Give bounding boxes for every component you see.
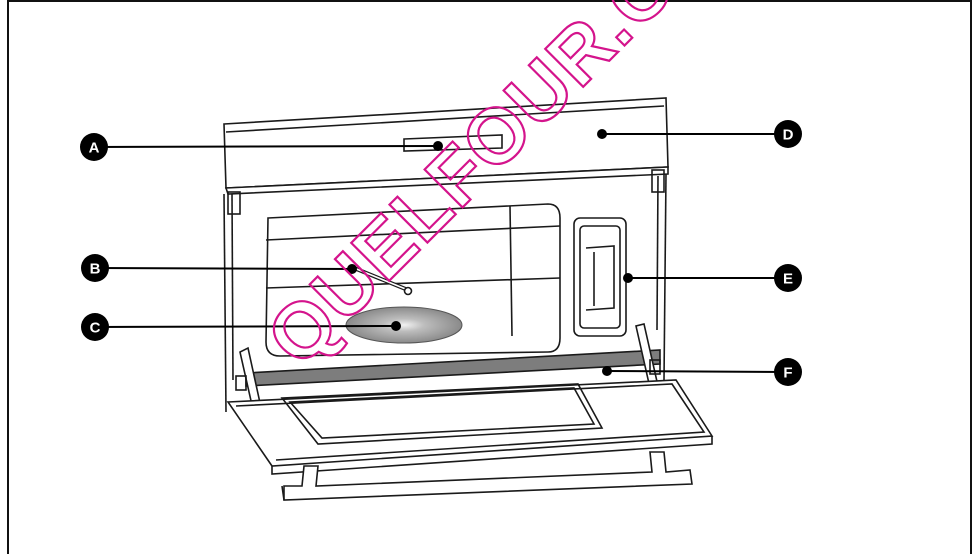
watermark: QUELFOUR.CO bbox=[250, 0, 735, 382]
diagram-frame bbox=[7, 0, 972, 554]
callout-D-label: D bbox=[783, 127, 794, 144]
callout-F-label: F bbox=[783, 365, 792, 382]
callout-A-label: A bbox=[89, 140, 100, 157]
leader-dots bbox=[347, 129, 633, 376]
leader-lines bbox=[93, 133, 789, 373]
callout-D: D bbox=[774, 120, 802, 148]
oven-lamp bbox=[345, 306, 463, 344]
callout-B-label: B bbox=[90, 261, 101, 278]
callout-B: B bbox=[81, 254, 109, 282]
callout-E: E bbox=[774, 264, 802, 292]
callout-F: F bbox=[774, 358, 802, 386]
callout-A: A bbox=[80, 133, 108, 161]
callout-E-label: E bbox=[783, 271, 793, 288]
callout-C: C bbox=[81, 313, 109, 341]
callout-C-label: C bbox=[90, 320, 101, 337]
oven-body bbox=[223, 97, 714, 501]
